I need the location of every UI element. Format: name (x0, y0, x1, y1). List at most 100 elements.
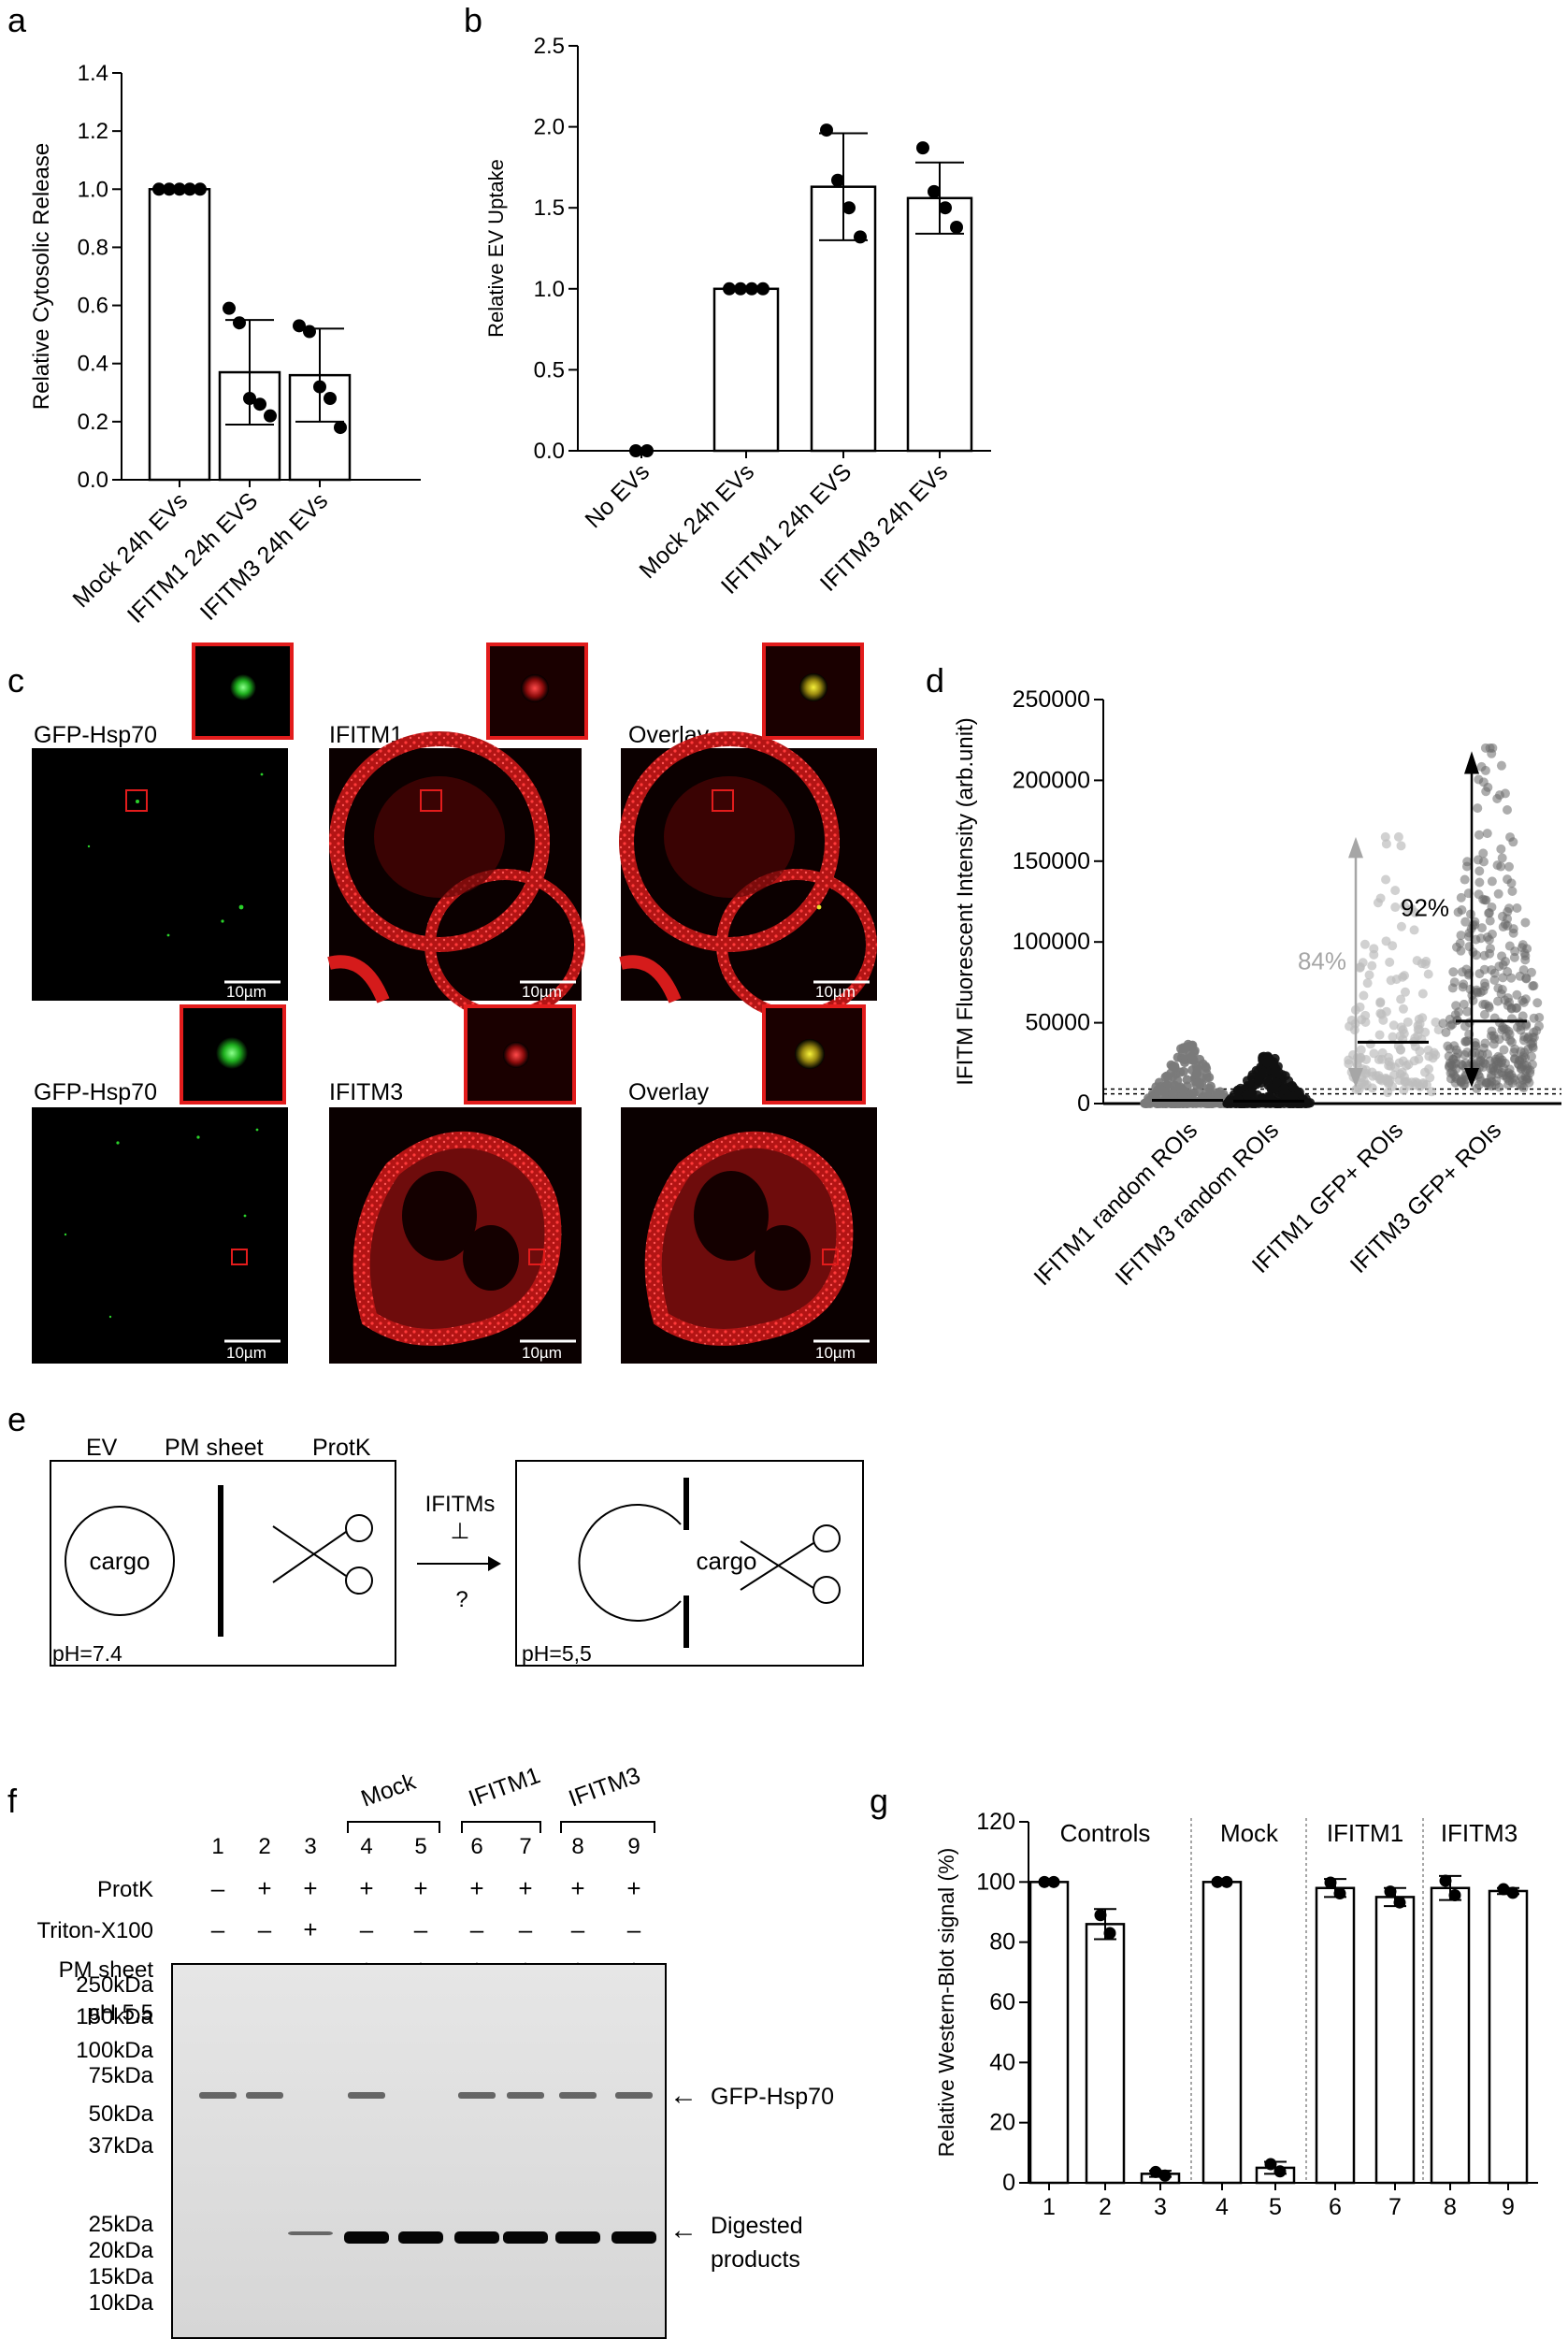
y-tick-label: 60 (989, 1989, 1015, 2015)
x-tick-label: 3 (1154, 2194, 1167, 2220)
band-gfp-hsp70 (348, 2092, 385, 2099)
data-point (1529, 1013, 1539, 1023)
data-point (1438, 1018, 1448, 1029)
data-point (939, 201, 952, 215)
band-gfp-hsp70 (559, 2092, 597, 2099)
data-point (1388, 1032, 1398, 1042)
data-point (1487, 929, 1497, 939)
data-point (1515, 1080, 1525, 1090)
data-point (1500, 788, 1510, 799)
data-point (223, 301, 236, 315)
scale-bars-row2: 10µm 10µm 10µm (224, 1339, 870, 1362)
data-point (1232, 1085, 1243, 1095)
overlay2-cells (644, 1131, 854, 1346)
group-label: IFITM1 (1327, 1819, 1403, 1847)
data-point (1518, 997, 1529, 1007)
data-point (1502, 804, 1512, 815)
data-point (1472, 950, 1482, 960)
lane-number: 6 (470, 1834, 482, 1859)
data-point (1474, 889, 1484, 900)
y-tick-label: 0.8 (78, 235, 108, 260)
band-gfp-hsp70 (246, 2092, 283, 2099)
condition-value: – (211, 1915, 225, 1943)
data-point (1168, 1072, 1178, 1082)
lane-number: 8 (571, 1834, 583, 1859)
data-point (1458, 982, 1468, 992)
data-point (1504, 1029, 1515, 1039)
data-point (1503, 967, 1513, 977)
data-point (1393, 831, 1403, 842)
data-point (1519, 1032, 1530, 1042)
data-point (1506, 1037, 1517, 1047)
svg-text:10µm: 10µm (522, 983, 562, 1001)
data-point (1149, 2165, 1162, 2178)
roi-box (712, 789, 734, 812)
y-tick-label: 150000 (1013, 848, 1090, 874)
data-point (1448, 1888, 1461, 1901)
data-point (1386, 975, 1396, 986)
data-point (1193, 1065, 1203, 1076)
y-tick-label: 2.0 (534, 115, 565, 140)
data-point (629, 444, 642, 457)
condition-value: + (626, 1874, 640, 1902)
data-point (1154, 1077, 1164, 1088)
lane-number: 3 (304, 1834, 316, 1859)
data-point (1441, 1027, 1451, 1037)
data-point (1388, 941, 1398, 951)
data-point (1367, 1083, 1377, 1093)
panel-letter-g: g (870, 1782, 888, 1820)
data-point (1487, 902, 1497, 912)
inhibit-symbol: ⊥ (451, 1519, 470, 1544)
data-point (1355, 1002, 1365, 1012)
data-point (1493, 888, 1503, 899)
data-point (1478, 857, 1489, 867)
x-tick-label: 2 (1099, 2194, 1112, 2220)
data-point (1158, 2169, 1172, 2182)
data-point (1521, 973, 1532, 983)
data-point (303, 325, 316, 339)
mw-marker: 50kDa (89, 2101, 154, 2127)
condition-value: – (211, 1874, 225, 1902)
data-point (1180, 1058, 1190, 1068)
data-point (1220, 1875, 1233, 1888)
data-point (1460, 917, 1471, 927)
data-point (1354, 1084, 1364, 1094)
data-point (1460, 874, 1470, 885)
data-point (1288, 1082, 1299, 1092)
data-point (233, 316, 246, 330)
roi-box (125, 789, 148, 812)
band-digested (288, 2231, 333, 2235)
data-point (1157, 1085, 1167, 1095)
condition-value: – (519, 1915, 533, 1943)
data-point (1364, 970, 1374, 980)
data-point (1459, 999, 1469, 1009)
data-point (1534, 1021, 1545, 1032)
y-tick-label: 0.0 (534, 439, 565, 464)
data-point (163, 182, 176, 196)
data-point (1474, 774, 1484, 785)
condition-value: + (303, 1874, 317, 1902)
y-tick-label: 40 (989, 2049, 1015, 2075)
data-point (264, 409, 277, 423)
condition-label: pH 5,5 (87, 2000, 153, 2026)
data-point (1369, 1048, 1379, 1059)
group-label: Mock (357, 1769, 419, 1812)
x-tick-label: 1 (1043, 2194, 1056, 2220)
data-point (1397, 1067, 1407, 1077)
fused-ev (578, 1504, 682, 1622)
roi-box (822, 1249, 839, 1265)
data-point (1355, 962, 1365, 973)
data-point (1427, 1087, 1437, 1097)
data-point (1182, 1075, 1192, 1085)
x-tick-label: IFITM3 24h EVs (195, 487, 334, 626)
c-row2-label-2: IFITM3 (329, 1079, 403, 1105)
data-point (1399, 1085, 1409, 1095)
data-point (1273, 2165, 1287, 2178)
data-point (1496, 861, 1506, 872)
data-point (1487, 876, 1497, 887)
data-point (1491, 1076, 1502, 1086)
data-point (1324, 1876, 1337, 1889)
